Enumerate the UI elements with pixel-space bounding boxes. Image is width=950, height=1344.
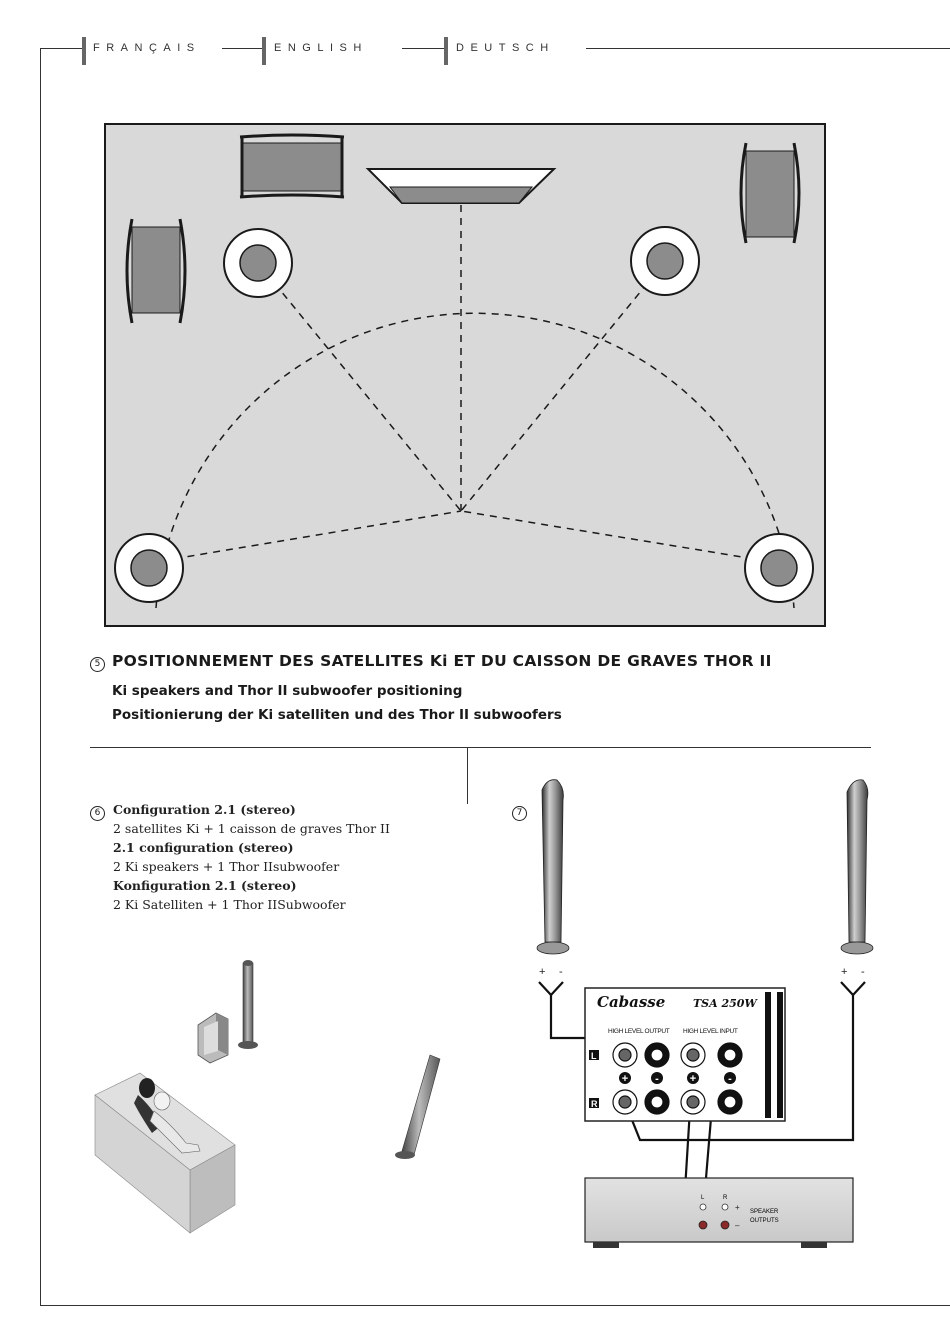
amp-right-label: R (723, 1195, 728, 1201)
left-speaker-plus: + (539, 966, 545, 978)
speaker-3d-left (238, 960, 258, 1049)
header-tick (444, 37, 448, 65)
column-divider (467, 748, 468, 804)
header-rule (40, 48, 84, 49)
section-5-subtitle-en: Ki speakers and Thor II subwoofer positi… (112, 683, 463, 699)
header-tick (262, 37, 266, 65)
section-5-title: POSITIONNEMENT DES SATELLITES Ki ET DU C… (112, 652, 772, 670)
config-en-text: 2 Ki speakers + 1 Thor IIsubwoofer (113, 859, 340, 874)
label-high-level-output: HIGH LEVEL OUTPUT (608, 1028, 670, 1035)
binding-posts: + - + - (612, 1042, 743, 1115)
speaker-rear-right (744, 533, 814, 603)
polarity-minus-in: - (728, 1073, 732, 1085)
header-rule (222, 48, 264, 49)
channel-left-label: L (591, 1051, 597, 1061)
room-3d-illustration (94, 960, 441, 1234)
lang-tab-deutsch[interactable]: DEUTSCH (456, 42, 555, 54)
header-tick (82, 37, 86, 65)
header-rule (586, 48, 950, 49)
amplifier: L R + – SPEAKER OUTPUTS (584, 1177, 854, 1248)
speaker-outputs-label-2: OUTPUTS (750, 1218, 779, 1224)
left-speaker-minus: - (559, 966, 563, 978)
speaker-3d-right (395, 1054, 441, 1159)
tv-unit (365, 168, 557, 204)
armchair-top-left (239, 133, 345, 199)
polarity-plus-in: + (690, 1073, 696, 1085)
armchair-left (125, 218, 187, 324)
wiring-diagram: + - + - Cabasse TSA 250W HIGH LEVEL OUTP… (536, 779, 874, 1248)
header-rule (402, 48, 446, 49)
config-fr-title: Configuration 2.1 (stereo) (113, 802, 296, 817)
speaker-tower-right (840, 779, 874, 955)
listening-lines (148, 205, 780, 564)
section-7-number: 7 (512, 806, 527, 821)
polarity-minus-out: - (655, 1073, 659, 1085)
section-5-badge: 5 (90, 654, 105, 673)
speaker-rear-left (114, 533, 184, 603)
right-speaker-minus: - (861, 966, 865, 978)
page-frame-bottom (40, 1305, 950, 1306)
label-high-level-input: HIGH LEVEL INPUT (683, 1028, 738, 1035)
model-label: TSA 250W (693, 997, 758, 1010)
section-divider (90, 747, 871, 748)
armchair-right (739, 142, 801, 244)
speaker-outputs-label-1: SPEAKER (750, 1209, 779, 1215)
speaker-tower-left (536, 779, 570, 955)
config-de-text: 2 Ki Satelliten + 1 Thor IISubwoofer (113, 897, 346, 912)
speaker-front-right (630, 226, 700, 296)
room-layout-diagram (104, 123, 826, 627)
section-6-badge: 6 (90, 803, 105, 822)
polarity-plus-out: + (622, 1073, 628, 1085)
amp-minus: – (735, 1221, 740, 1230)
brand-logo: Cabasse (597, 993, 665, 1011)
config-de-title: Konfiguration 2.1 (stereo) (113, 878, 297, 893)
section-6-number: 6 (90, 806, 105, 821)
right-speaker-plus: + (841, 966, 847, 978)
amp-plus: + (735, 1203, 740, 1212)
section-5-number: 5 (90, 657, 105, 672)
section-7-badge: 7 (512, 803, 527, 822)
sofa-with-people (94, 1072, 236, 1234)
channel-right-label: R (591, 1099, 598, 1109)
section-5-subtitle-de: Positionierung der Ki satelliten und des… (112, 707, 562, 723)
subwoofer-3d (197, 1012, 229, 1064)
room-outline (104, 123, 826, 627)
speaker-front-left (223, 228, 293, 298)
page-frame-left (40, 48, 41, 1306)
config-en-title: 2.1 configuration (stereo) (113, 840, 294, 855)
lang-tab-francais[interactable]: FRANÇAIS (93, 42, 201, 54)
config-fr-text: 2 satellites Ki + 1 caisson de graves Th… (113, 821, 390, 836)
listening-arc (155, 312, 795, 609)
amp-left-label: L (701, 1195, 705, 1201)
lang-tab-english[interactable]: ENGLISH (274, 42, 368, 54)
